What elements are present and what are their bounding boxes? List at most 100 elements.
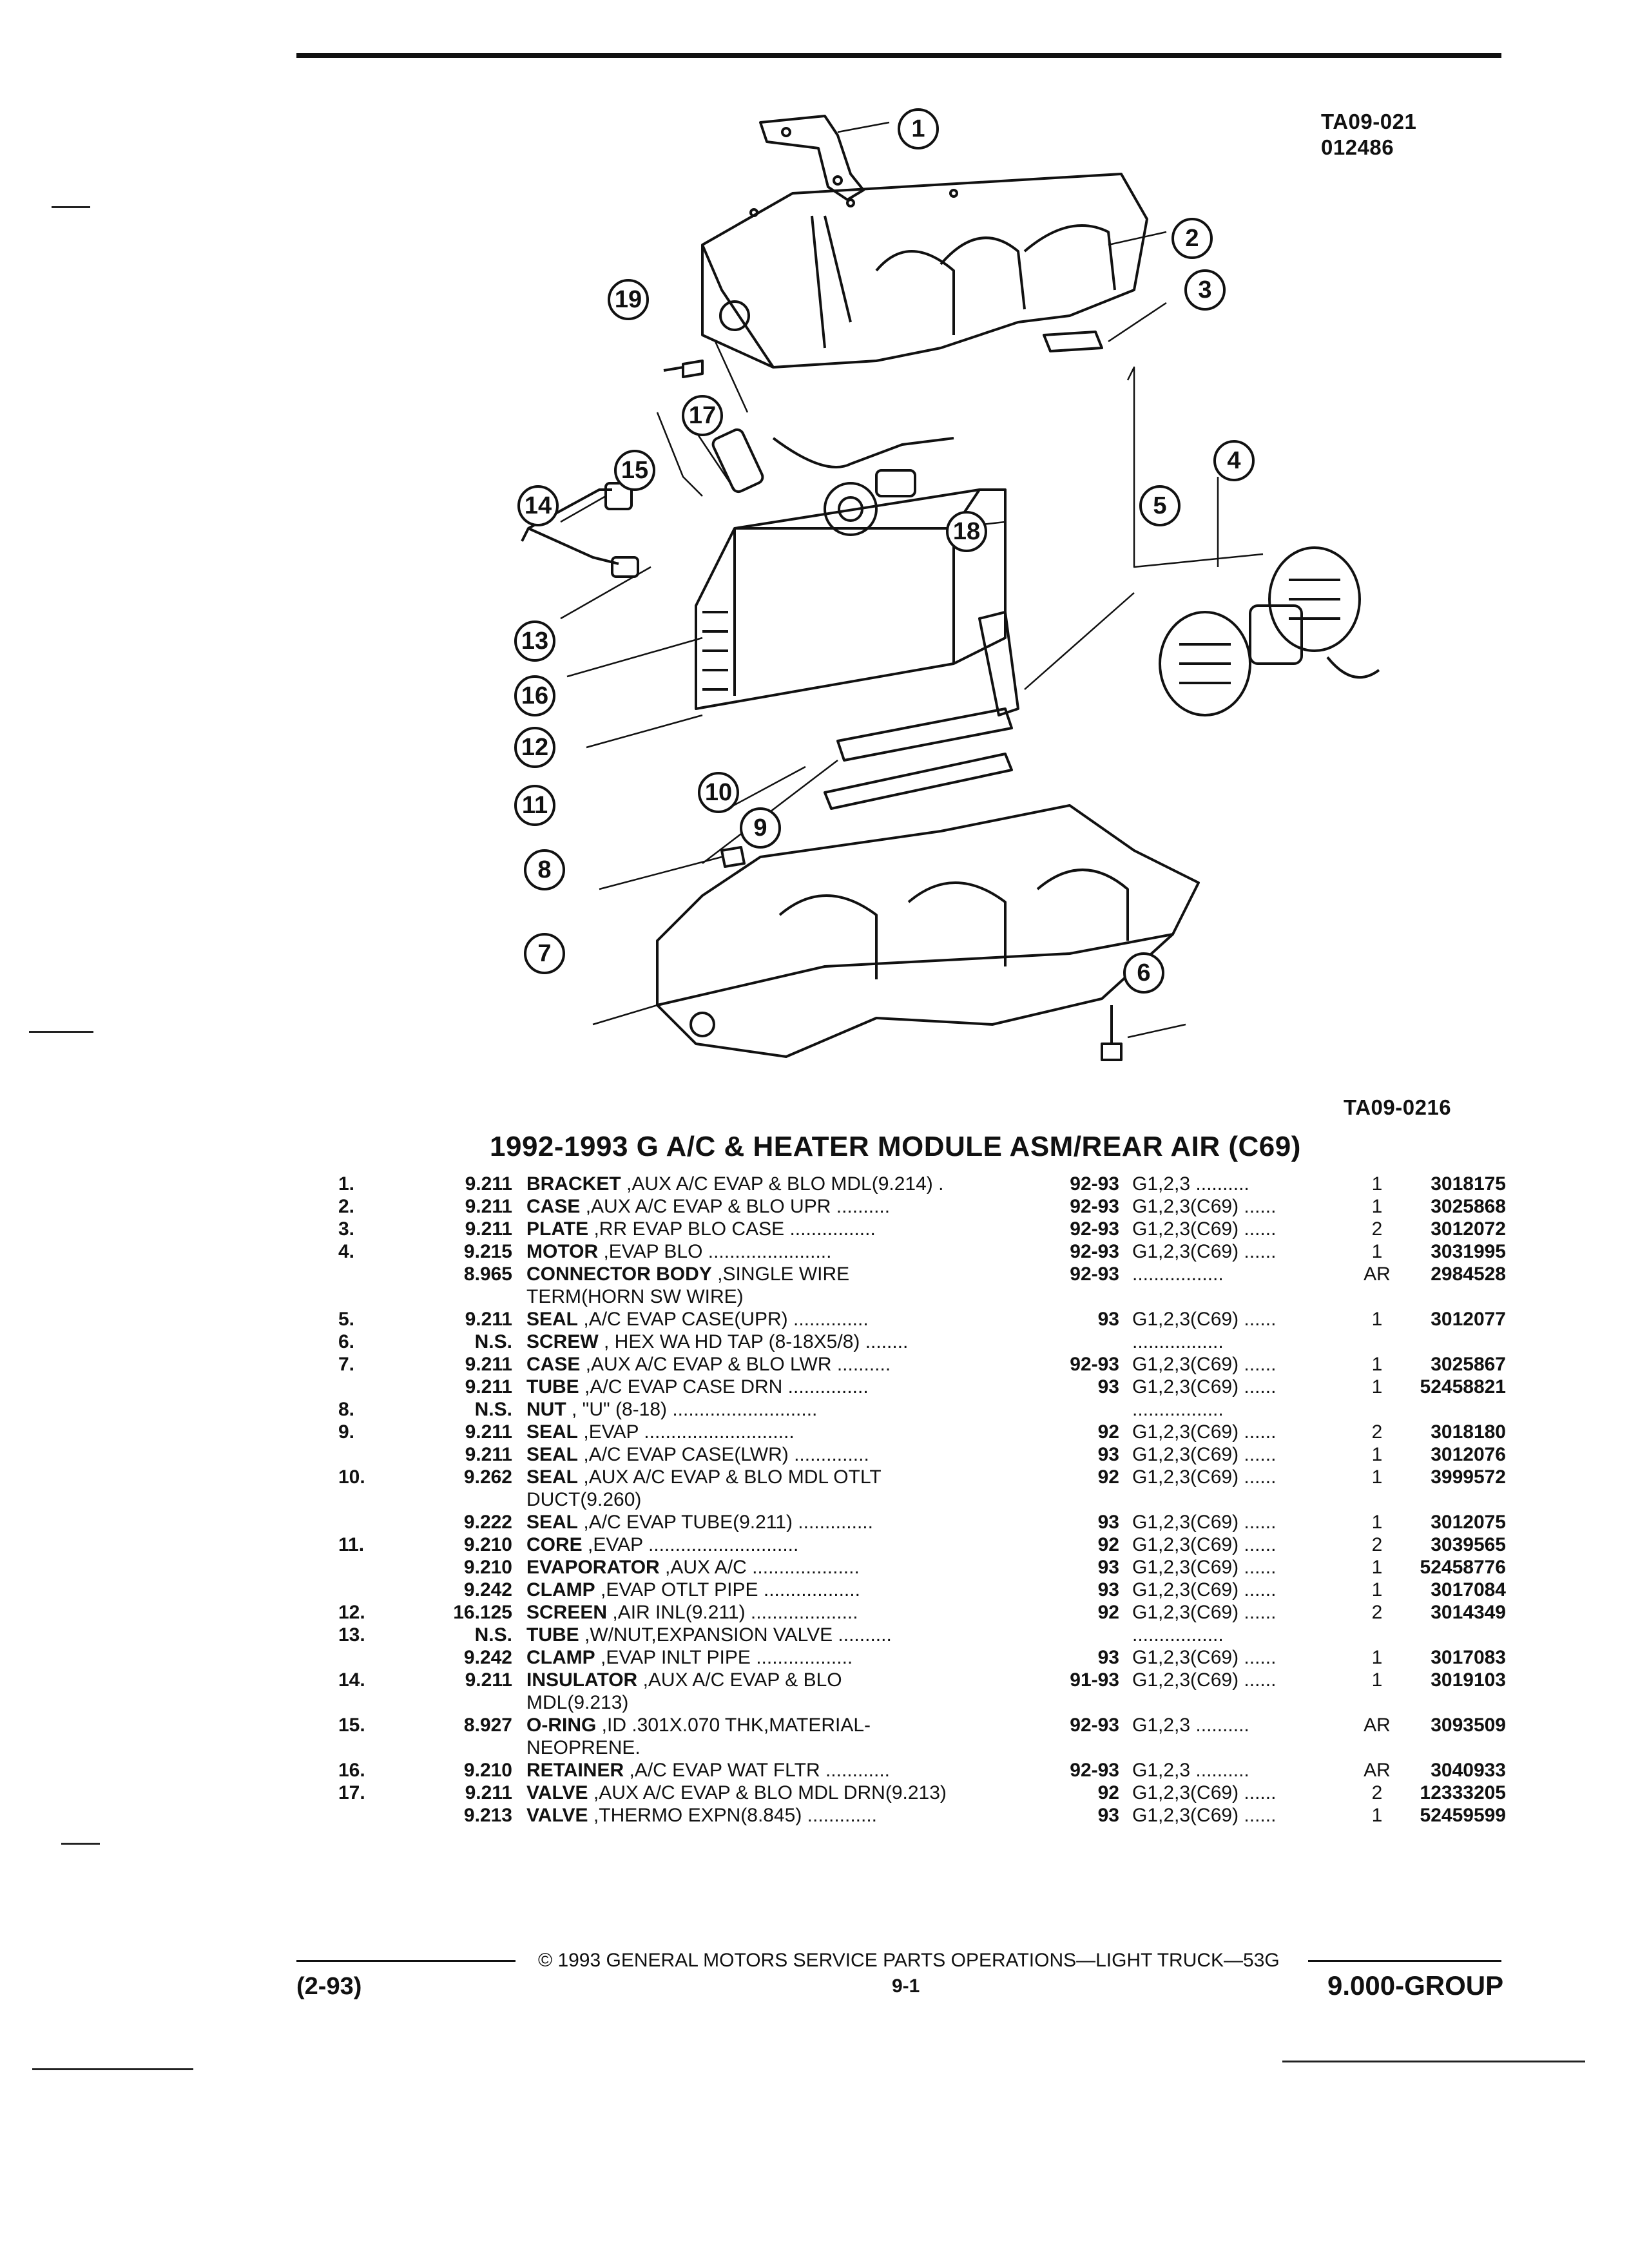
part-description: MOTOR ,EVAP BLO ....................... [526, 1240, 1042, 1263]
margin-mark [1282, 2061, 1585, 2062]
quantity: 1 [1371, 1512, 1383, 1533]
group-number: 16.125 [453, 1602, 512, 1623]
model-years: 92 [1097, 1534, 1119, 1555]
part-description: CASE ,AUX A/C EVAP & BLO UPR .......... [526, 1195, 1042, 1218]
model-codes [1132, 1488, 1351, 1511]
part-description: MDL(9.213) [526, 1691, 1042, 1714]
part-description: SEAL ,AUX A/C EVAP & BLO MDL OTLT [526, 1466, 1042, 1488]
quantity: AR [1364, 1264, 1391, 1285]
model-codes: G1,2,3 .......... [1132, 1760, 1249, 1781]
part-number: 3018175 [1431, 1173, 1506, 1195]
item-number: 10. [338, 1466, 365, 1488]
quantity [1351, 1488, 1403, 1511]
item-number: 11. [338, 1534, 365, 1555]
quantity: 1 [1371, 1354, 1383, 1375]
part-number [1403, 1624, 1506, 1646]
part-number: 3012075 [1431, 1512, 1506, 1533]
quantity: 2 [1371, 1782, 1383, 1803]
callout-13-icon: 13 [514, 620, 555, 662]
item-number [338, 1376, 429, 1398]
part-description: TUBE ,W/NUT,EXPANSION VALVE .......... [526, 1624, 1042, 1646]
part-description: DUCT(9.260) [526, 1488, 1042, 1511]
part-number: 3017084 [1431, 1579, 1506, 1600]
callout-label: 12 [521, 734, 548, 761]
lower-case-part [656, 804, 1200, 1058]
part-name: CONNECTOR BODY [526, 1264, 712, 1285]
model-years: 92-93 [1070, 1354, 1119, 1375]
part-number: 3012076 [1431, 1444, 1506, 1465]
model-codes [1132, 1285, 1351, 1308]
quantity: 1 [1371, 1173, 1383, 1195]
plate-part [1043, 331, 1103, 352]
part-number: 3014349 [1431, 1602, 1506, 1623]
seal-9-10-part [824, 707, 1013, 810]
model-years: 92 [1097, 1466, 1119, 1488]
callout-19-icon: 19 [608, 279, 649, 320]
group-number: 9.211 [465, 1196, 512, 1217]
part-description: SEAL ,A/C EVAP TUBE(9.211) .............… [526, 1511, 1042, 1533]
callout-3-icon: 3 [1184, 269, 1226, 311]
model-years: 93 [1097, 1557, 1119, 1578]
quantity [1351, 1691, 1403, 1714]
quantity: 1 [1371, 1376, 1383, 1398]
part-name: O-RING [526, 1715, 597, 1736]
model-years: 93 [1097, 1512, 1119, 1533]
callout-5-icon: 5 [1139, 485, 1181, 526]
quantity [1351, 1736, 1403, 1759]
group-number [429, 1285, 526, 1308]
part-name: CLAMP [526, 1647, 595, 1668]
group-number: 9.210 [463, 1534, 512, 1555]
part-name: INSULATOR [526, 1669, 638, 1691]
group-number: 9.211 [465, 1354, 512, 1375]
part-detail: ,THERMO EXPN(8.845) ............. [593, 1805, 878, 1826]
item-number: 5. [338, 1309, 355, 1330]
model-years: 93 [1097, 1309, 1119, 1330]
part-detail: ,AUX A/C EVAP & BLO UPR .......... [585, 1196, 891, 1217]
callout-15-icon: 15 [614, 450, 655, 491]
model-years: 93 [1097, 1444, 1119, 1465]
quantity: 1 [1371, 1805, 1383, 1826]
part-number: 3012077 [1431, 1309, 1506, 1330]
item-number [338, 1736, 429, 1759]
quantity: 1 [1371, 1647, 1383, 1668]
part-detail: ,AUX A/C EVAP & BLO MDL DRN(9.213) [593, 1782, 947, 1803]
callout-17-icon: 17 [682, 395, 723, 436]
model-years [1042, 1736, 1132, 1759]
model-codes: G1,2,3(C69) ...... [1132, 1466, 1277, 1488]
model-codes: G1,2,3(C69) ...... [1132, 1421, 1277, 1443]
part-detail: ,EVAP ............................ [588, 1534, 799, 1555]
part-number: 3040933 [1431, 1760, 1506, 1781]
model-years: 92-93 [1070, 1241, 1119, 1262]
model-years: 92 [1097, 1602, 1119, 1623]
part-description: CORE ,EVAP ............................ [526, 1533, 1042, 1556]
model-codes: ................. [1132, 1331, 1224, 1352]
item-number: 15. [338, 1715, 365, 1736]
callout-6-icon: 6 [1123, 952, 1164, 994]
valve-17-part [711, 428, 954, 497]
callout-18-icon: 18 [946, 511, 987, 552]
model-years: 92-93 [1070, 1715, 1119, 1736]
item-number: 8. [338, 1399, 355, 1420]
item-number: 14. [338, 1669, 365, 1691]
part-number [1403, 1736, 1506, 1759]
part-name: SEAL [526, 1512, 579, 1533]
quantity: 2 [1371, 1602, 1383, 1623]
callout-label: 13 [521, 628, 548, 655]
footer-rule-right [1308, 1960, 1501, 1962]
part-detail: ,ID .301X.070 THK,MATERIAL- [601, 1715, 871, 1736]
part-number: 3999572 [1431, 1466, 1506, 1488]
callout-label: 9 [753, 814, 767, 841]
item-number [338, 1646, 429, 1669]
model-years: 92-93 [1070, 1760, 1119, 1781]
callout-10-icon: 10 [698, 772, 739, 813]
group-number: 9.242 [463, 1647, 512, 1668]
part-name: EVAPORATOR [526, 1557, 660, 1578]
